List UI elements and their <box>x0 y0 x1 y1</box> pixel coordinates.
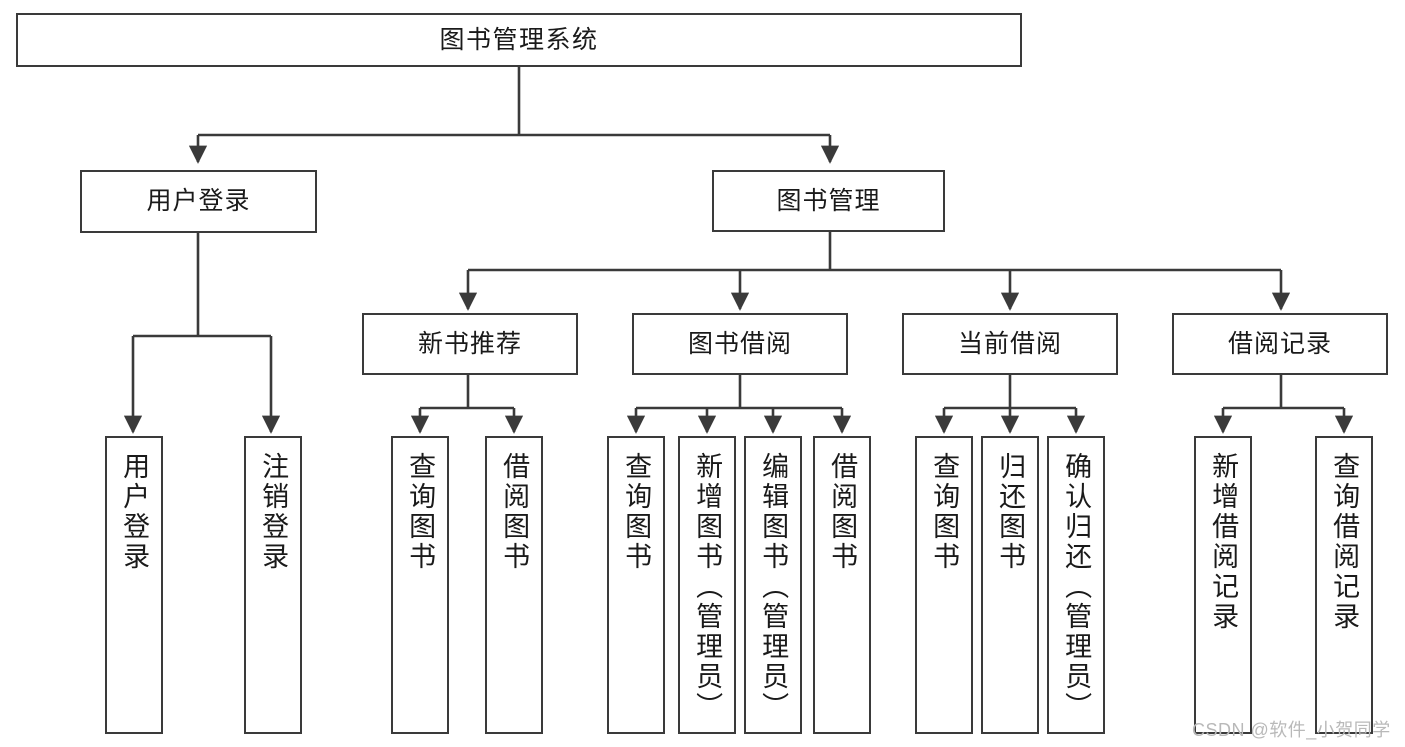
watermark: CSDN @软件_小贺同学 <box>1192 720 1391 740</box>
node-book-borrowing[interactable]: 图书借阅 <box>632 313 848 375</box>
leaf-user-login[interactable]: 用户登录 <box>105 436 163 734</box>
leaf-edit-book-admin[interactable]: 编辑图书（管理员） <box>744 436 802 734</box>
node-book-management[interactable]: 图书管理 <box>712 170 945 232</box>
node-label: 借阅图书 <box>827 452 858 572</box>
leaf-logout[interactable]: 注销登录 <box>244 436 302 734</box>
node-label: 编辑图书（管理员） <box>758 452 789 722</box>
node-label: 用户登录 <box>119 452 150 572</box>
leaf-add-book-admin[interactable]: 新增图书（管理员） <box>678 436 736 734</box>
node-label: 确认归还（管理员） <box>1061 452 1092 722</box>
node-label: 图书管理系统 <box>439 25 599 54</box>
node-new-book-recommendation[interactable]: 新书推荐 <box>362 313 578 375</box>
node-label: 图书借阅 <box>687 329 792 358</box>
node-label: 借阅图书 <box>499 452 530 572</box>
leaf-return-book[interactable]: 归还图书 <box>981 436 1039 734</box>
leaf-query-book-2[interactable]: 查询图书 <box>607 436 665 734</box>
node-label: 查询借阅记录 <box>1329 452 1360 632</box>
node-label: 借阅记录 <box>1227 329 1332 358</box>
leaf-query-book-1[interactable]: 查询图书 <box>391 436 449 734</box>
node-label: 查询图书 <box>621 452 652 572</box>
node-root-book-management-system[interactable]: 图书管理系统 <box>16 13 1022 67</box>
node-current-borrowing[interactable]: 当前借阅 <box>902 313 1118 375</box>
leaf-query-borrowing-record[interactable]: 查询借阅记录 <box>1315 436 1373 734</box>
node-label: 新书推荐 <box>417 329 522 358</box>
node-label: 归还图书 <box>995 452 1026 572</box>
node-user-login[interactable]: 用户登录 <box>80 170 317 233</box>
node-label: 当前借阅 <box>957 329 1062 358</box>
node-label: 新增借阅记录 <box>1208 452 1239 632</box>
node-label: 用户登录 <box>146 187 251 216</box>
node-label: 查询图书 <box>929 452 960 572</box>
node-label: 新增图书（管理员） <box>692 452 723 722</box>
leaf-borrow-book-1[interactable]: 借阅图书 <box>485 436 543 734</box>
leaf-query-book-3[interactable]: 查询图书 <box>915 436 973 734</box>
leaf-confirm-return-admin[interactable]: 确认归还（管理员） <box>1047 436 1105 734</box>
node-label: 注销登录 <box>258 452 289 572</box>
node-label: 查询图书 <box>405 452 436 572</box>
node-borrowing-records[interactable]: 借阅记录 <box>1172 313 1388 375</box>
leaf-borrow-book-2[interactable]: 借阅图书 <box>813 436 871 734</box>
leaf-add-borrowing-record[interactable]: 新增借阅记录 <box>1194 436 1252 734</box>
node-label: 图书管理 <box>776 186 881 215</box>
